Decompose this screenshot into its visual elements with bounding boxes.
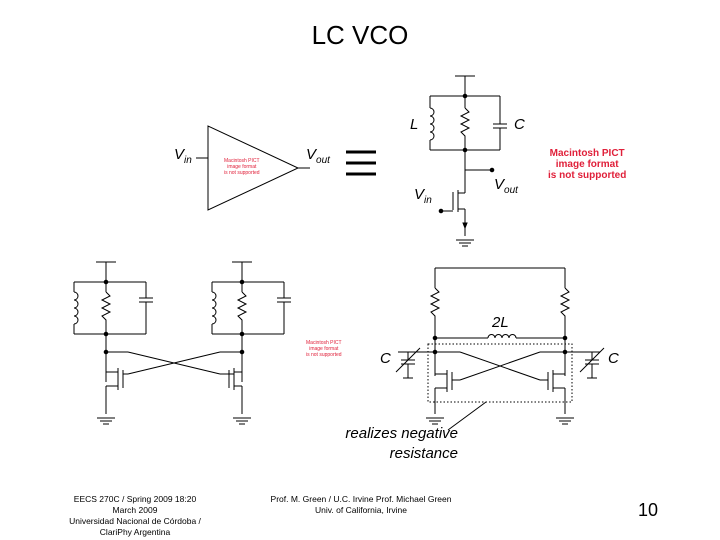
negative-resistance-note: realizes negative resistance	[345, 425, 458, 462]
footer-left: EECS 270C / Spring 2009 18:20 March 2009…	[69, 494, 201, 537]
footer-center: Prof. M. Green / U.C. Irvine Prof. Micha…	[270, 494, 452, 515]
differential-2l-oscillator	[396, 268, 604, 430]
amp-vout-label: Vout	[306, 146, 330, 166]
inductor-2l-label: 2L	[492, 314, 509, 331]
pict-placeholder-amp: Macintosh PICT image format is not suppo…	[224, 158, 260, 176]
page-number: 10	[638, 500, 659, 520]
equivalence-symbol	[346, 152, 376, 174]
amp-vin-label: Vin	[174, 146, 192, 166]
capacitor-c-left-label: C	[380, 350, 391, 367]
slide-title: LC VCO	[311, 20, 409, 50]
lc-tank	[430, 76, 507, 246]
capacitor-c-right-label: C	[608, 350, 619, 367]
cross-coupled-lc-oscillator	[74, 262, 291, 424]
pict-placeholder-large: Macintosh PICT image format is not suppo…	[548, 148, 627, 181]
tank-c-label: C	[514, 116, 525, 133]
transistor-vin-label: Vin	[414, 186, 432, 206]
transistor-vout-label: Vout	[494, 176, 518, 196]
amplifier-symbol	[196, 126, 310, 210]
pict-placeholder-small: Macintosh PICT image format is not suppo…	[306, 340, 342, 358]
tank-l-label: L	[410, 116, 419, 133]
